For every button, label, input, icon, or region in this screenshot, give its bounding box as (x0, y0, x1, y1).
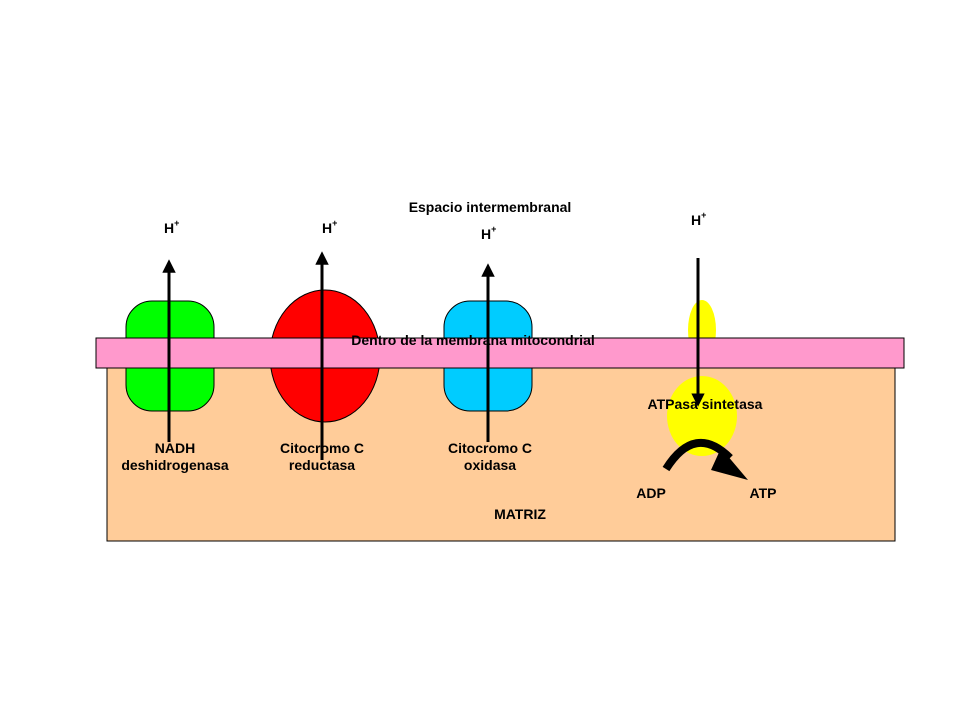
membrane-label: Dentro de la membrana mitocondrial (351, 332, 595, 348)
complex-label-oxidase-line2: oxidasa (463, 457, 517, 473)
adp-to-atp-arrowhead (711, 448, 748, 480)
complex-label-reductase-line1: Citocromo C (280, 440, 364, 456)
atp-synthase-head (667, 376, 737, 456)
complex-label-nadh-line2: deshidrogenasa (121, 457, 229, 473)
complex-label-oxidase-line1: Citocromo C (448, 440, 532, 456)
proton-label-reductase: H+ (322, 218, 338, 236)
proton-label-nadh: H+ (164, 218, 180, 236)
matrix-label: MATRIZ (494, 506, 546, 522)
adp-label: ADP (636, 485, 666, 501)
complex-label-oxidase: Citocromo C oxidasa (410, 440, 570, 474)
complex-label-reductase-line2: reductasa (288, 457, 356, 473)
proton-label-oxidase: H+ (481, 224, 497, 242)
complex-label-nadh-line1: NADH (154, 440, 196, 456)
inner-membrane-band (95, 337, 905, 369)
intermembrane-space-label: Espacio intermembranal (408, 199, 572, 215)
proton-label-atp-synthase: H+ (691, 210, 707, 228)
complex-label-nadh: NADH deshidrogenasa (95, 440, 255, 474)
complex-label-reductase: Citocromo C reductasa (242, 440, 402, 474)
atp-synthase-label: ATPasa sintetasa (647, 396, 763, 412)
atp-label: ATP (749, 485, 777, 501)
